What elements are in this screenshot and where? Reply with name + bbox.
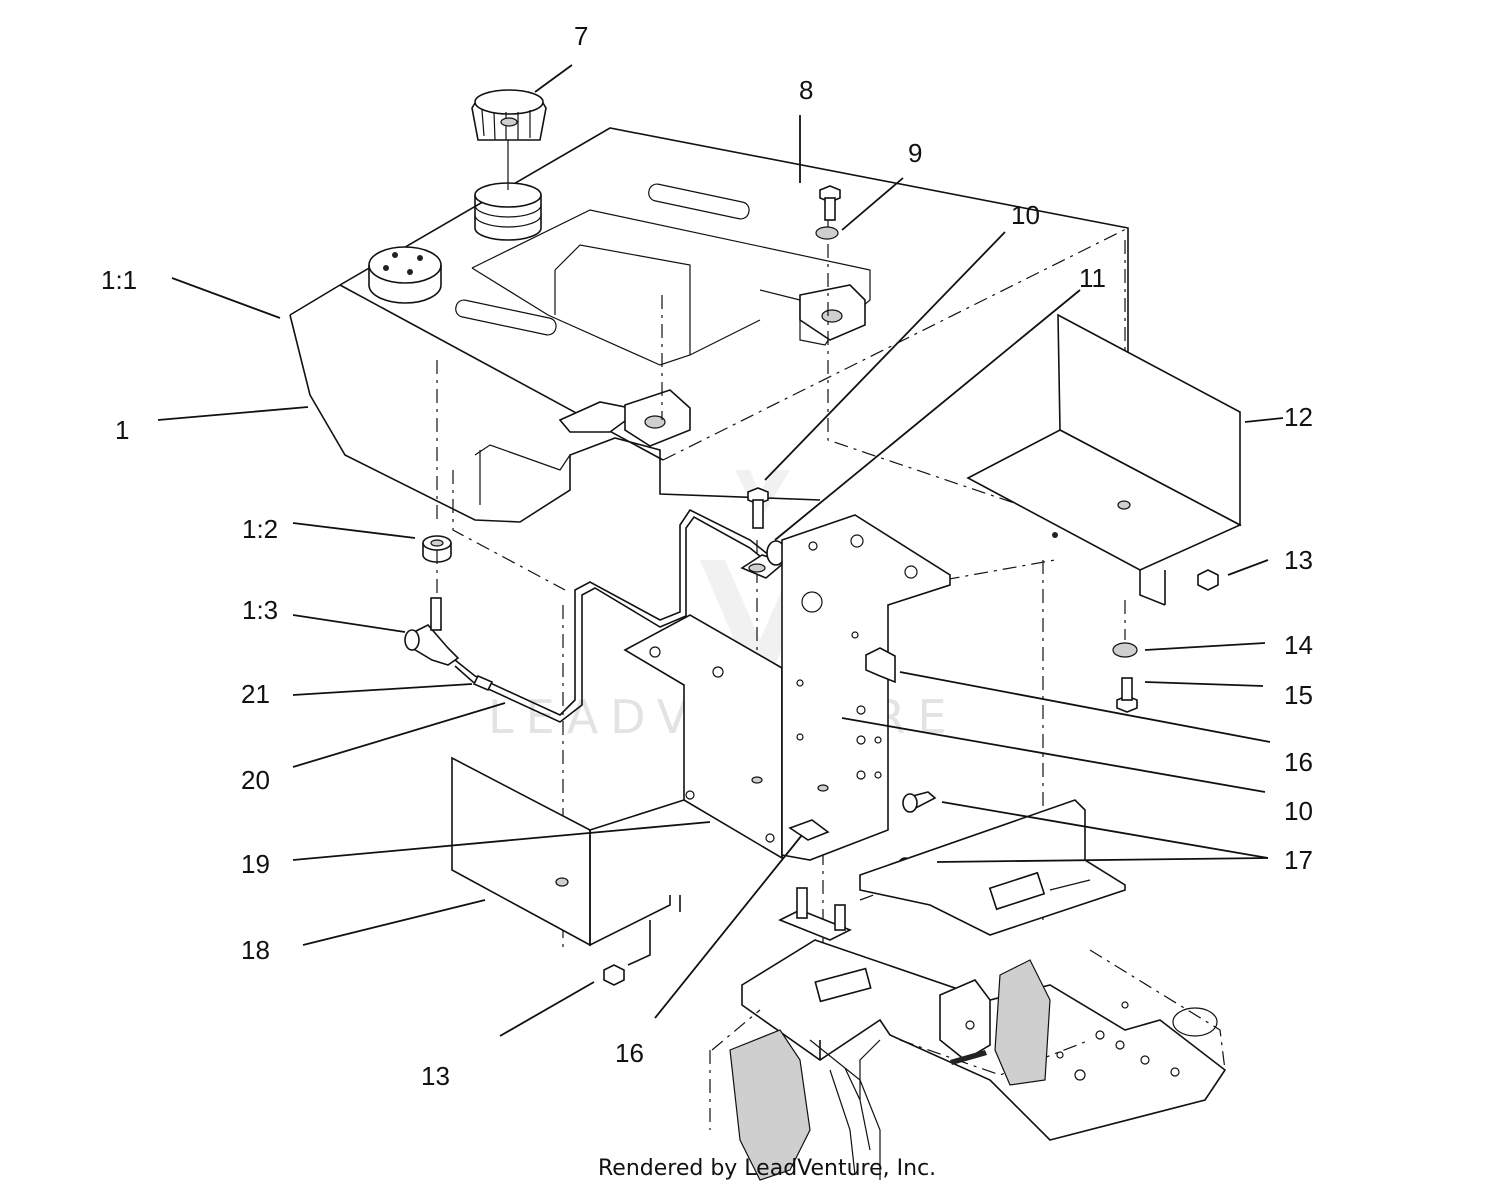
leader-lines: [157, 64, 1284, 1037]
vertical-bracket: [751, 514, 951, 861]
callout-7: 7: [574, 21, 588, 51]
callout-16-lower: 16: [615, 1038, 644, 1068]
callout-19: 19: [241, 849, 270, 879]
callout-labels: 7 8 9 10 11 1:1 12 1 1:2 13 1:3 14 15 21…: [101, 21, 1313, 1091]
callout-10-lower: 10: [1284, 796, 1313, 826]
callout-8: 8: [799, 75, 813, 105]
callout-18: 18: [241, 935, 270, 965]
callout-14: 14: [1284, 630, 1313, 660]
callout-17: 17: [1284, 845, 1313, 875]
callout-13-right: 13: [1284, 545, 1313, 575]
callout-1: 1: [115, 415, 129, 445]
callout-11: 11: [1079, 263, 1106, 293]
hex-nut-left: [603, 964, 625, 986]
left-heat-shield: [451, 756, 685, 966]
right-heat-shield: [966, 313, 1242, 606]
callout-10-upper: 10: [1011, 200, 1040, 230]
hex-nut-right: [1197, 569, 1219, 591]
callout-1-1: 1:1: [101, 265, 137, 295]
footer-credit: Rendered by LeadVenture, Inc.: [598, 1156, 936, 1181]
bolt-side-upper: [902, 791, 937, 813]
callout-12: 12: [1284, 402, 1313, 432]
callout-15: 15: [1284, 680, 1313, 710]
elbow-fitting: [404, 597, 460, 666]
filler-neck: [474, 182, 542, 241]
fuel-line: [454, 508, 776, 723]
callout-1-2: 1:2: [242, 514, 278, 544]
bolt-top: [819, 185, 841, 221]
callout-16-right: 16: [1284, 747, 1313, 777]
lock-washer: [1112, 642, 1138, 658]
washer-top: [815, 226, 839, 240]
callout-21: 21: [241, 679, 270, 709]
chassis-frame: [709, 799, 1227, 1181]
callout-1-3: 1:3: [242, 595, 278, 625]
fuel-cap: [471, 89, 547, 141]
bolt-mid: [747, 487, 769, 529]
callout-20: 20: [241, 765, 270, 795]
grommet: [422, 535, 452, 563]
bolt-right: [1116, 677, 1138, 713]
callout-9: 9: [908, 138, 922, 168]
callout-13-lower: 13: [421, 1061, 450, 1091]
